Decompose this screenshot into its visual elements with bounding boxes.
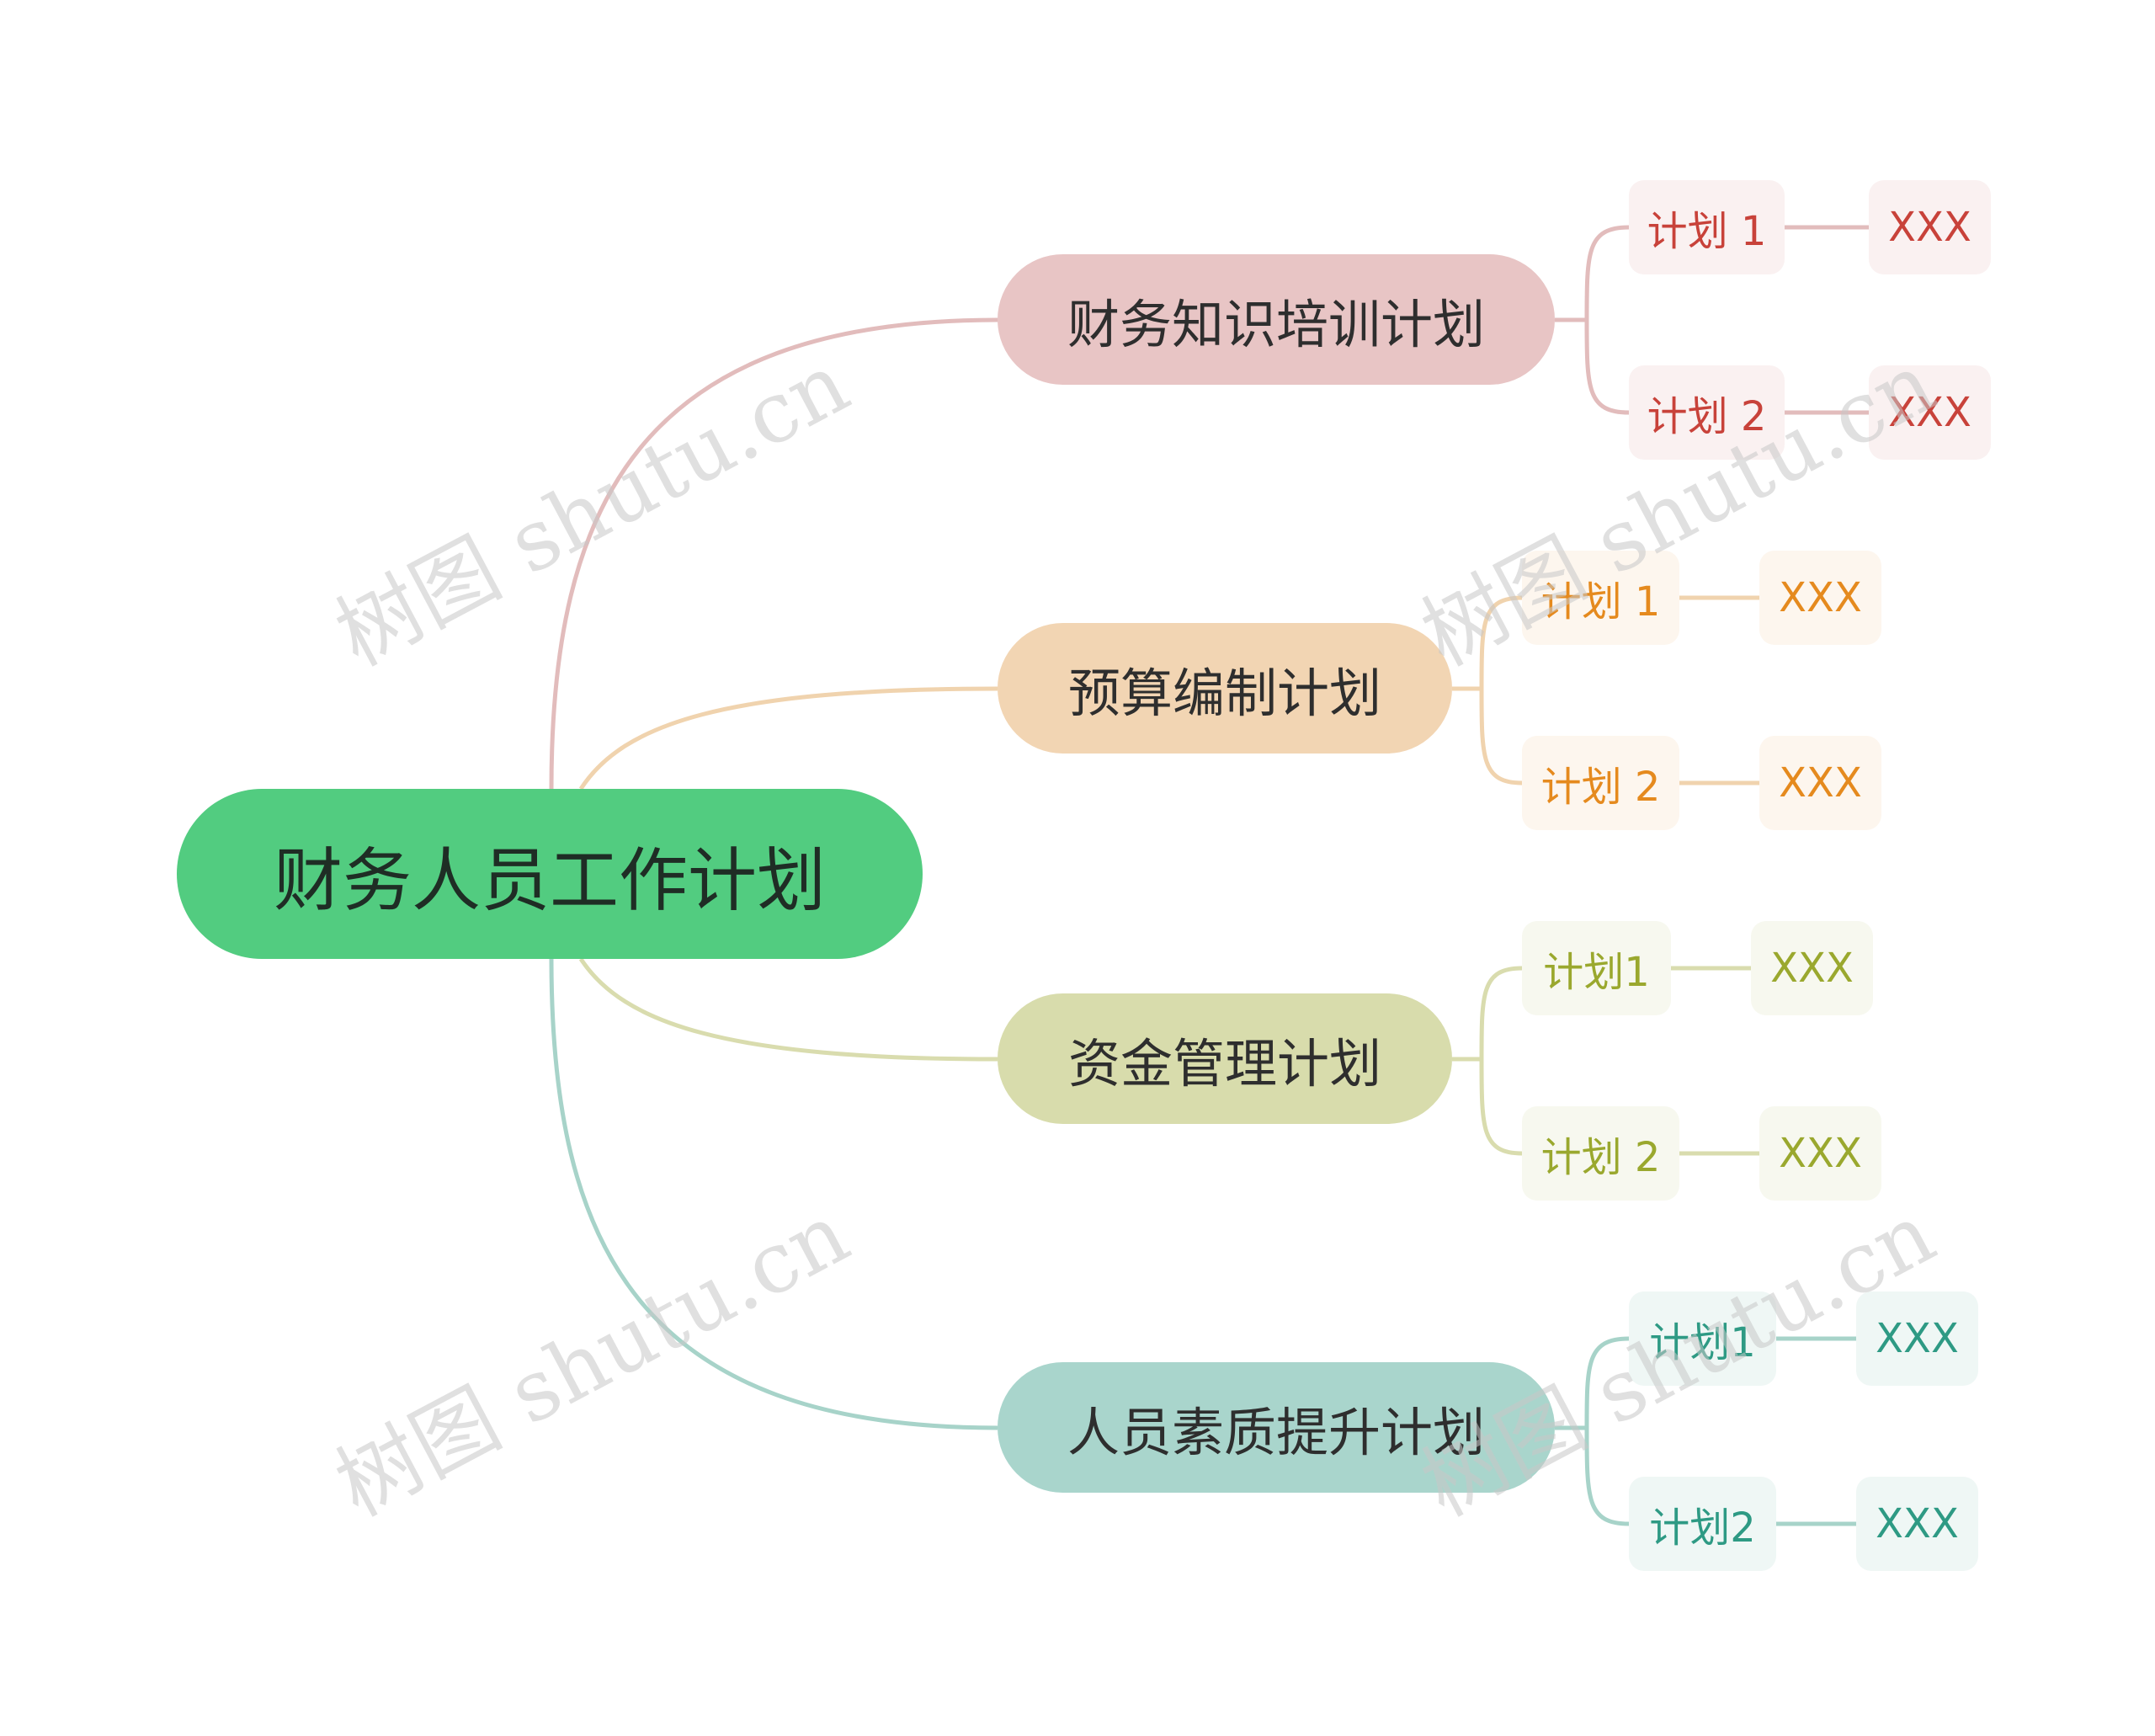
link-b2-leaf-2: [1479, 688, 1523, 785]
link-root-branch-3: [578, 957, 998, 1062]
subtopic-b1-2[interactable]: 计划 2: [1629, 365, 1785, 460]
link-root-branch-2: [578, 686, 998, 791]
subtopic-b4-2[interactable]: 计划2: [1629, 1477, 1776, 1571]
link-b1-leaf-1: [1555, 225, 1630, 322]
link-root-branch-1: [549, 317, 998, 790]
subtopic-b2-1[interactable]: 计划 1: [1522, 551, 1679, 645]
detail-b3-1[interactable]: XXX: [1751, 921, 1873, 1015]
subtopic-b3-1[interactable]: 计划1: [1522, 921, 1671, 1015]
subtopic-b1-1[interactable]: 计划 1: [1629, 180, 1785, 274]
branch-topic-2[interactable]: 预算编制计划: [998, 623, 1452, 754]
detail-b1-2[interactable]: XXX: [1869, 365, 1991, 460]
link-b3-leaf-2: [1479, 1058, 1523, 1156]
detail-b2-2[interactable]: XXX: [1759, 736, 1881, 830]
link-b2-leaf-1: [1452, 595, 1523, 691]
subtopic-b3-2[interactable]: 计划 2: [1522, 1106, 1679, 1201]
branch-topic-1[interactable]: 财务知识培训计划: [998, 254, 1555, 385]
link-b4-leaf-2: [1584, 1427, 1630, 1526]
detail-b2-1[interactable]: XXX: [1759, 551, 1881, 645]
subtopic-b2-2[interactable]: 计划 2: [1522, 736, 1679, 830]
link-b3-leaf-1: [1452, 966, 1523, 1062]
branch-topic-4[interactable]: 人员素质提升计划: [998, 1362, 1555, 1493]
detail-b3-2[interactable]: XXX: [1759, 1106, 1881, 1201]
detail-b4-1[interactable]: XXX: [1856, 1291, 1978, 1386]
branch-topic-3[interactable]: 资金管理计划: [998, 993, 1452, 1124]
link-b1-leaf-2: [1584, 319, 1630, 415]
subtopic-b4-1[interactable]: 计划1: [1629, 1291, 1776, 1386]
detail-b1-1[interactable]: XXX: [1869, 180, 1991, 274]
link-root-branch-4: [549, 958, 998, 1430]
root-topic[interactable]: 财务人员工作计划: [177, 789, 923, 959]
detail-b4-2[interactable]: XXX: [1856, 1477, 1978, 1571]
link-b4-leaf-1: [1555, 1336, 1630, 1430]
